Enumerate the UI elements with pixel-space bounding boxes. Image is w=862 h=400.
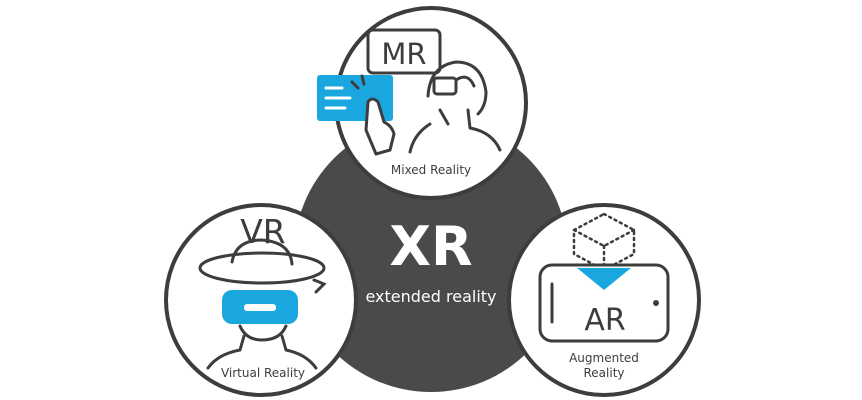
mr-badge-box [366,28,442,75]
xr-hub [294,118,568,392]
headset-user-icon [408,60,502,154]
ar-badge-label: AR [584,303,625,338]
vr-caption: Virtual Reality [221,366,305,380]
vr-node: VR Virtual Reality [164,203,358,397]
mr-caption: Mixed Reality [391,163,471,177]
vr-user-outline [206,238,318,370]
ar-node: AR Augmented Reality [507,203,701,397]
xr-title: XR [389,215,472,278]
smartphone-icon [538,263,670,343]
xr-subtitle: extended reality [365,287,496,306]
rotation-arrow-icon [198,251,327,294]
mr-node: MR Mixed Reality [317,6,528,200]
ar-caption-line1: Augmented [569,351,639,365]
mr-badge-label: MR [381,37,426,71]
pointing-finger-icon [350,74,396,156]
ar-caption-line2: Reality [583,366,624,380]
vr-headset-icon [222,290,298,324]
